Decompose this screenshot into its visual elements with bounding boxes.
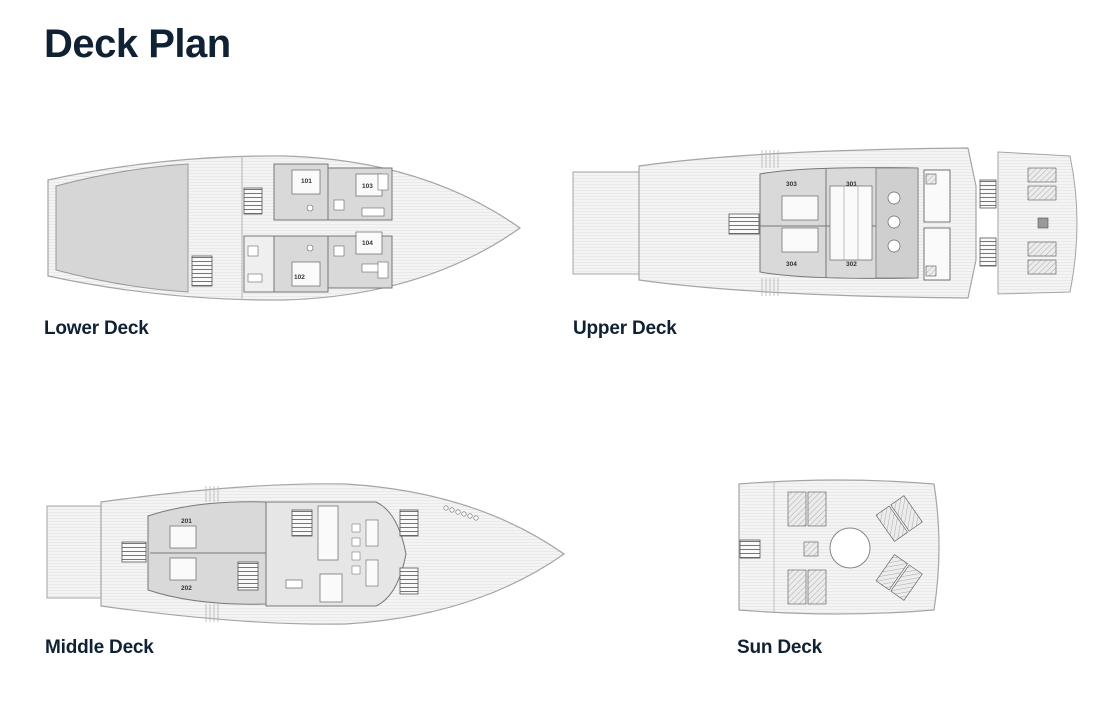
upper-deck-drawing: 303 301 304 302 xyxy=(572,147,1078,299)
room-103: 103 xyxy=(362,183,373,190)
middle-deck-drawing: 201 202 xyxy=(46,483,566,625)
room-304: 304 xyxy=(786,261,797,268)
sun-deck-drawing xyxy=(738,479,940,615)
room-201: 201 xyxy=(181,518,192,525)
sun-deck-label: Sun Deck xyxy=(737,637,822,658)
middle-deck-plan: 201 202 xyxy=(46,480,566,628)
upper-stairs-fwd-1 xyxy=(979,179,997,209)
lower-cabins: 101 102 103 104 xyxy=(243,163,393,293)
middle-stairs-fwd-2 xyxy=(399,567,419,595)
middle-aft-platform xyxy=(46,505,102,599)
room-202: 202 xyxy=(181,585,192,592)
lower-stairs-aft xyxy=(191,255,213,287)
upper-stairs-aft xyxy=(728,213,760,235)
upper-bow-deck xyxy=(997,151,1078,295)
room-101: 101 xyxy=(301,178,312,185)
lower-hold xyxy=(55,163,189,293)
page-title: Deck Plan xyxy=(44,22,231,66)
sun-deck-plan xyxy=(738,478,942,616)
room-102: 102 xyxy=(294,274,305,281)
room-303: 303 xyxy=(786,181,797,188)
lower-deck-drawing: 101 102 103 104 xyxy=(47,155,522,301)
upper-aft-platform xyxy=(572,171,640,275)
middle-deck-label: Middle Deck xyxy=(45,637,154,658)
lower-deck-label: Lower Deck xyxy=(44,318,149,339)
middle-stairs-aft xyxy=(121,541,147,563)
sun-stairs xyxy=(739,539,761,559)
lower-deck-plan: 101 102 103 104 xyxy=(44,150,524,302)
room-302: 302 xyxy=(846,261,857,268)
upper-deck-plan: 303 301 304 302 xyxy=(572,146,1082,300)
lower-stairs-mid xyxy=(243,187,263,215)
upper-stairs-fwd-2 xyxy=(979,237,997,267)
room-104: 104 xyxy=(362,240,373,247)
sun-deck-hatch xyxy=(829,527,871,569)
room-301: 301 xyxy=(846,181,857,188)
upper-deck-label: Upper Deck xyxy=(573,318,677,339)
middle-stairs-fwd-1 xyxy=(399,509,419,537)
